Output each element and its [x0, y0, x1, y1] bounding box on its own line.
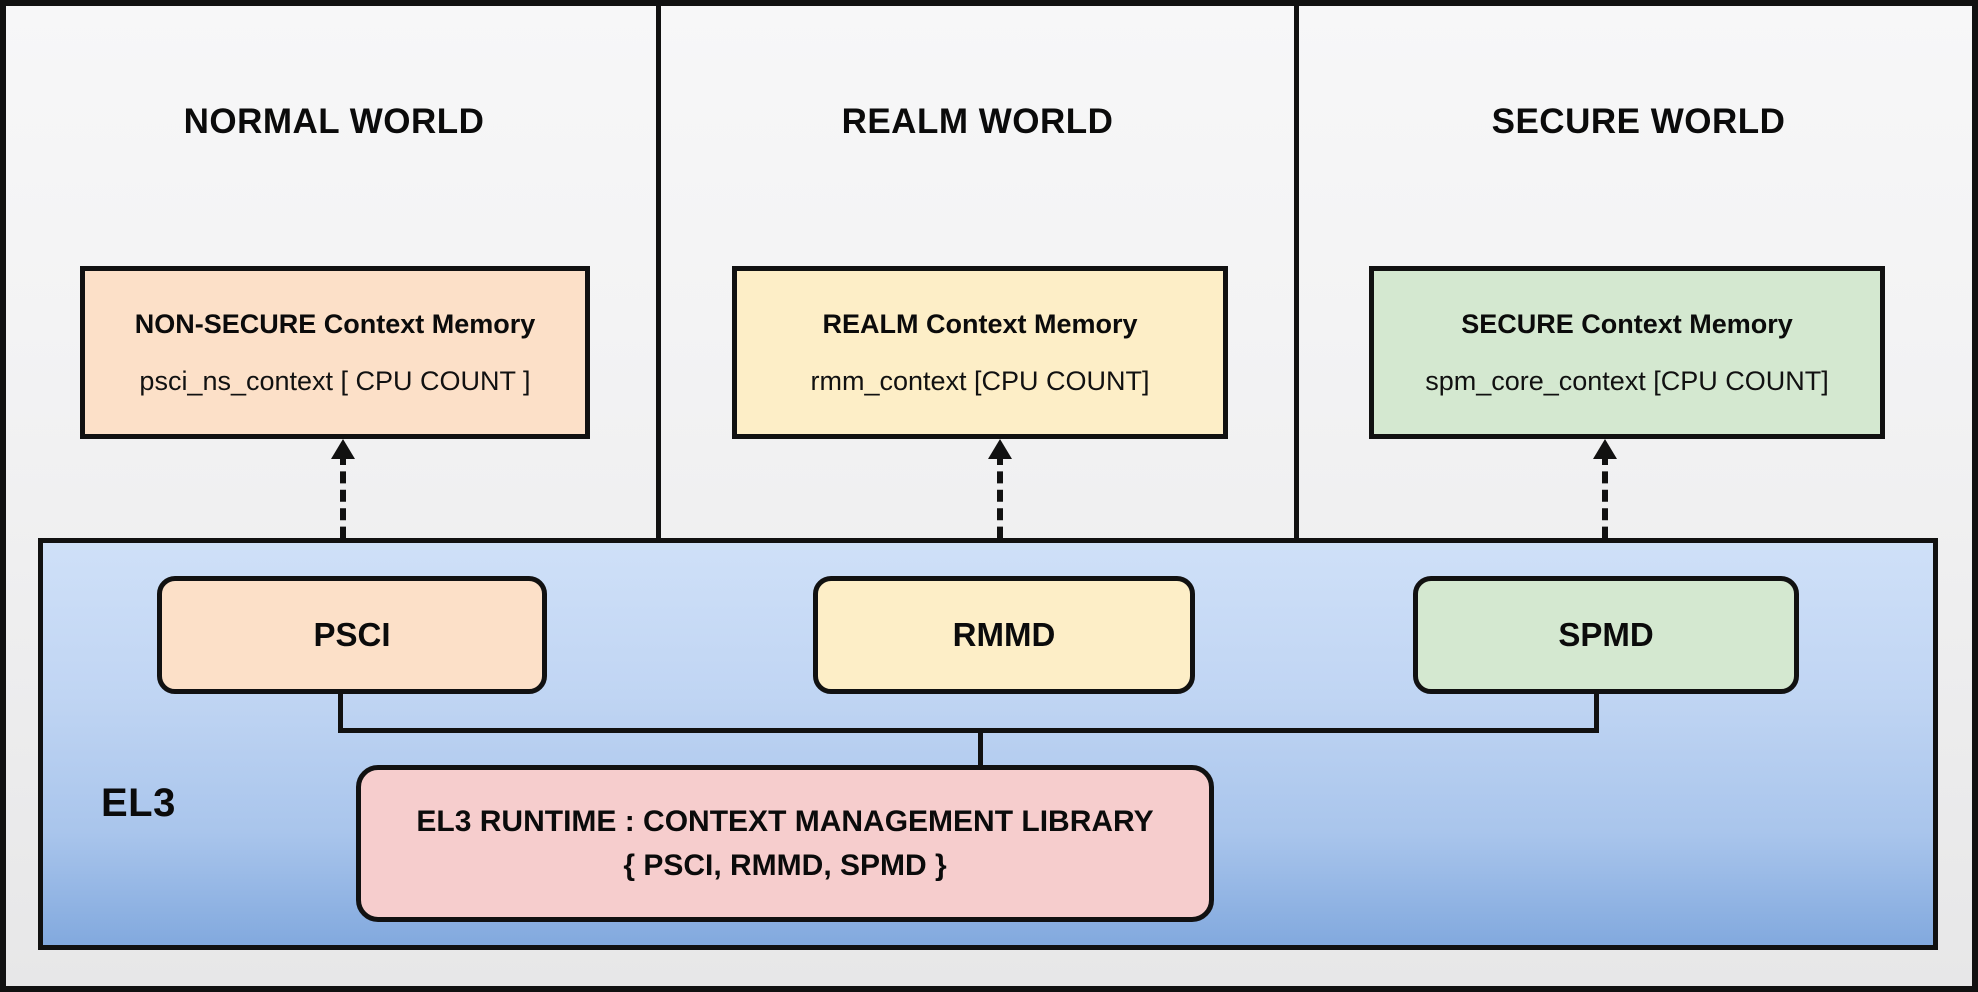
- world-title-secure: SECURE WORLD: [1491, 102, 1786, 141]
- dispatcher-box-spmd[interactable]: SPMD: [1413, 576, 1799, 694]
- world-column-realm: REALM WORLD: [661, 6, 1299, 538]
- context-memory-box-realm: REALM Context Memory rmm_context [CPU CO…: [732, 266, 1228, 439]
- runtime-library-line-1: EL3 RUNTIME : CONTEXT MANAGEMENT LIBRARY: [416, 804, 1154, 838]
- context-memory-subtitle-non-secure: psci_ns_context [ CPU COUNT ]: [139, 365, 531, 396]
- connector-psci-down: [338, 689, 343, 733]
- el3-label: EL3: [101, 781, 176, 825]
- context-memory-title-secure: SECURE Context Memory: [1461, 308, 1793, 339]
- world-title-normal: NORMAL WORLD: [183, 102, 485, 141]
- connector-spmd-down: [1594, 689, 1599, 733]
- el3-panel: EL3 PSCI RMMD SPMD EL3 RUNTIME : CONTEXT…: [38, 538, 1938, 950]
- dispatcher-box-psci[interactable]: PSCI: [157, 576, 547, 694]
- world-column-secure: SECURE WORLD: [1299, 6, 1978, 538]
- arrow-stem: [997, 453, 1003, 557]
- context-memory-subtitle-secure: spm_core_context [CPU COUNT]: [1425, 365, 1829, 396]
- connector-horizontal-bus: [338, 728, 1599, 733]
- arrow-stem: [340, 453, 346, 557]
- dispatcher-label-spmd: SPMD: [1558, 616, 1654, 653]
- world-column-normal: NORMAL WORLD: [12, 6, 661, 538]
- context-memory-subtitle-realm: rmm_context [CPU COUNT]: [810, 365, 1150, 396]
- dispatcher-box-rmmd[interactable]: RMMD: [813, 576, 1195, 694]
- context-memory-title-non-secure: NON-SECURE Context Memory: [134, 308, 536, 339]
- arrowhead-up-icon: [331, 439, 355, 459]
- context-memory-title-realm: REALM Context Memory: [822, 308, 1138, 339]
- dispatcher-label-psci: PSCI: [313, 616, 391, 653]
- dispatcher-label-rmmd: RMMD: [952, 616, 1056, 653]
- world-title-realm: REALM WORLD: [841, 102, 1114, 141]
- connector-bus-to-runtime: [978, 728, 983, 768]
- runtime-library-line-2: { PSCI, RMMD, SPMD }: [623, 848, 947, 882]
- context-memory-box-secure: SECURE Context Memory spm_core_context […: [1369, 266, 1885, 439]
- arrowhead-up-icon: [988, 439, 1012, 459]
- el3-runtime-library-box[interactable]: EL3 RUNTIME : CONTEXT MANAGEMENT LIBRARY…: [356, 765, 1214, 922]
- context-memory-box-non-secure: NON-SECURE Context Memory psci_ns_contex…: [80, 266, 590, 439]
- arrowhead-up-icon: [1593, 439, 1617, 459]
- arrow-stem: [1602, 453, 1608, 557]
